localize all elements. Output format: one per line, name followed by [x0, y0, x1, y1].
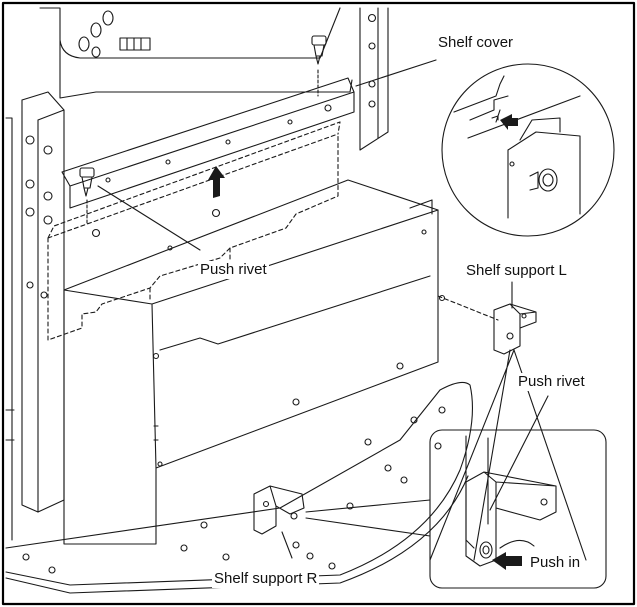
cabinet-box [63, 179, 439, 545]
leader-push-rivet [97, 185, 201, 251]
shelf-cover-holes [91, 104, 332, 251]
dashed-alignment [437, 295, 499, 321]
push-rivet-right-top [311, 35, 327, 97]
base-floor-edge [5, 475, 469, 594]
right-pillar [359, 7, 389, 151]
detail-circle-top [441, 63, 615, 237]
lift-arrow [208, 166, 225, 198]
shelf-support-r-part [253, 485, 305, 535]
label-push-in: Push in [528, 554, 583, 572]
detail-top-contents [453, 75, 581, 219]
push-rivet-left-top [79, 167, 95, 225]
floor-holes [22, 406, 446, 574]
control-dials [78, 10, 151, 58]
detail-bottom-contents [465, 435, 557, 567]
cabinet-side-slots [153, 425, 159, 441]
push-in-arrow [492, 552, 522, 570]
leader-shelf-support-r [281, 531, 293, 559]
right-pillar-screws [367, 13, 377, 108]
label-shelf-support-l: Shelf support L [464, 262, 569, 280]
shelf-cover-plate [61, 77, 355, 209]
detail-top-arrow [500, 114, 518, 130]
base-floor-plate [5, 381, 474, 586]
label-shelf-cover: Shelf cover [436, 34, 516, 52]
shelf-dashed-outline [47, 121, 341, 341]
shelf-support-l-part [493, 303, 537, 355]
label-push-rivet-detail: Push rivet [516, 373, 587, 391]
label-push-rivet-main: Push rivet [198, 261, 269, 279]
detail-box-bottom [429, 429, 607, 589]
cabinet-inner-ledge [159, 199, 433, 351]
left-pillar-screws [25, 135, 53, 299]
label-shelf-support-r: Shelf support R [212, 570, 320, 588]
rear-upper-panel [39, 7, 353, 99]
cabinet-top-face [63, 209, 439, 469]
left-wall [5, 117, 15, 541]
leader-push-rivet-detail [489, 395, 549, 511]
left-pillar [21, 91, 65, 513]
leader-detail-r [305, 499, 431, 537]
leader-shelf-cover [355, 59, 437, 87]
cabinet-screws [152, 229, 446, 467]
